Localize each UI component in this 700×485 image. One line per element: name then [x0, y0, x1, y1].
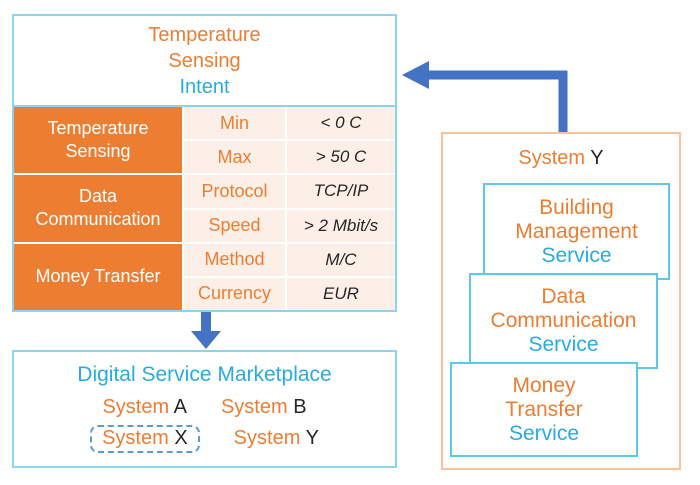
property-speed: Speed: [184, 209, 285, 242]
building-card-line3: Service: [541, 243, 612, 267]
intent-table: Temperature Sensing Min < 0 C Max > 50 C…: [14, 105, 395, 310]
building-card-line1: Building: [539, 195, 614, 219]
arrow-down-icon: [191, 312, 221, 349]
building-card-line2: Management: [515, 219, 638, 243]
system-b-letter: B: [293, 396, 307, 418]
marketplace-systems: System A System B System X System Y: [14, 393, 395, 453]
system-y-name: System: [233, 427, 301, 449]
value-speed: > 2 Mbit/s: [287, 209, 395, 242]
intent-title-line1: Temperature: [148, 23, 261, 46]
marketplace-box: Digital Service Marketplace System A Sys…: [12, 350, 397, 468]
property-min: Min: [184, 107, 285, 140]
system-x-name: System: [102, 426, 169, 449]
system-x-letter: X: [174, 426, 188, 449]
data-card-line3: Service: [528, 333, 599, 356]
money-card-line2: Transfer: [505, 397, 583, 421]
system-a: System A: [102, 396, 186, 419]
value-method: M/C: [287, 243, 395, 276]
system-y-panel: System Y Building Management Service Dat…: [441, 132, 681, 470]
system-y-panel-title: System Y: [443, 147, 679, 170]
intent-box: Temperature Sensing Intent Temperature S…: [12, 14, 397, 312]
value-protocol: TCP/IP: [287, 175, 395, 208]
marketplace-title: Digital Service Marketplace: [77, 363, 332, 386]
systems-row-2: System X System Y: [90, 424, 319, 453]
property-currency: Currency: [184, 277, 285, 310]
arrow-elbow-left-icon: [402, 61, 568, 132]
system-x-selected: System X: [90, 424, 200, 453]
intent-title-line2: Sensing: [168, 49, 241, 72]
system-y-letter: Y: [305, 427, 319, 449]
data-card-line2: Communication: [490, 309, 637, 332]
group-label-data-communication: Data Communication: [14, 175, 182, 242]
money-transfer-service-card: Money Transfer Service: [450, 362, 638, 457]
group-label-temperature-sensing: Temperature Sensing: [14, 107, 182, 174]
value-currency: EUR: [287, 277, 395, 310]
intent-title-line3: Intent: [179, 75, 230, 98]
property-method: Method: [184, 243, 285, 276]
value-max: > 50 C: [287, 141, 395, 174]
system-b: System B: [221, 396, 307, 419]
system-b-name: System: [220, 396, 288, 418]
group-label-money-transfer: Money Transfer: [14, 243, 182, 310]
money-card-line1: Money: [512, 373, 576, 397]
system-a-name: System: [102, 396, 170, 418]
system-y: System Y: [234, 427, 319, 450]
systems-row-1: System A System B: [102, 393, 306, 422]
system-y-panel-title-name: System: [518, 147, 586, 169]
data-card-line1: Data: [541, 285, 586, 308]
system-y-panel-title-letter: Y: [590, 147, 604, 169]
intent-title: Temperature Sensing Intent: [14, 16, 395, 105]
property-max: Max: [184, 141, 285, 174]
system-a-letter: A: [173, 396, 187, 418]
money-card-line3: Service: [508, 421, 580, 445]
data-communication-service-card: Data Communication Service: [469, 273, 658, 369]
building-management-service-card: Building Management Service: [483, 183, 670, 280]
property-protocol: Protocol: [184, 175, 285, 208]
value-min: < 0 C: [287, 107, 395, 140]
